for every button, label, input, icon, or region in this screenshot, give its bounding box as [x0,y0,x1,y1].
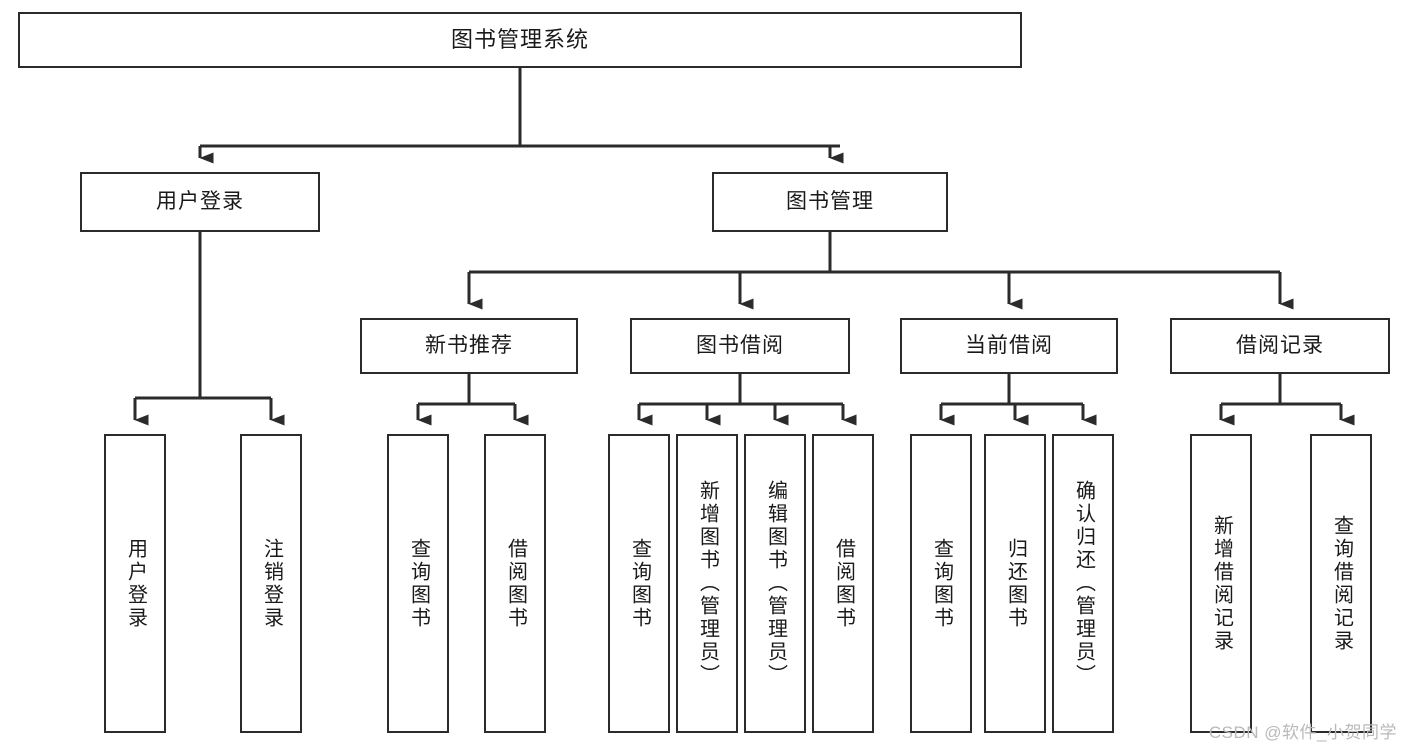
watermark: CSDN @软件_小贺同学 [1208,723,1397,742]
node-user-login-label: 用户登录 [156,190,244,214]
node-book-management-label: 图书管理 [786,190,874,214]
leaf-query-book-1-label: 查询图书 [407,537,430,630]
node-new-book-recommend-label: 新书推荐 [425,334,513,358]
node-book-borrow[interactable]: 图书借阅 [630,318,850,374]
leaf-add-book-admin[interactable]: 新增图书（管理员） [676,434,738,733]
leaf-logout-label: 注销登录 [260,537,283,630]
leaf-edit-book-admin[interactable]: 编辑图书（管理员） [744,434,806,733]
node-borrow-record-label: 借阅记录 [1236,334,1324,358]
leaf-query-borrow-record[interactable]: 查询借阅记录 [1310,434,1372,733]
leaf-logout[interactable]: 注销登录 [240,434,302,733]
leaf-user-login-label: 用户登录 [124,537,147,630]
leaf-query-book-2-label: 查询图书 [628,537,651,630]
leaf-query-book-3[interactable]: 查询图书 [910,434,972,733]
leaf-borrow-book-1[interactable]: 借阅图书 [484,434,546,733]
leaf-user-login[interactable]: 用户登录 [104,434,166,733]
leaf-add-borrow-record[interactable]: 新增借阅记录 [1190,434,1252,733]
node-book-borrow-label: 图书借阅 [696,334,784,358]
leaf-query-book-3-label: 查询图书 [930,537,953,630]
node-borrow-record[interactable]: 借阅记录 [1170,318,1390,374]
leaf-return-book[interactable]: 归还图书 [984,434,1046,733]
leaf-borrow-book-2[interactable]: 借阅图书 [812,434,874,733]
leaf-add-borrow-record-label: 新增借阅记录 [1210,514,1233,653]
node-new-book-recommend[interactable]: 新书推荐 [360,318,578,374]
leaf-add-book-admin-label: 新增图书（管理员） [696,480,719,687]
leaf-query-book-1[interactable]: 查询图书 [387,434,449,733]
leaf-borrow-book-2-label: 借阅图书 [832,537,855,630]
node-current-borrow-label: 当前借阅 [965,334,1053,358]
leaf-query-borrow-record-label: 查询借阅记录 [1330,514,1353,653]
leaf-confirm-return-admin[interactable]: 确认归还（管理员） [1052,434,1114,733]
node-root-label: 图书管理系统 [450,26,589,52]
leaf-return-book-label: 归还图书 [1004,537,1027,630]
node-user-login[interactable]: 用户登录 [80,172,320,232]
leaf-edit-book-admin-label: 编辑图书（管理员） [764,480,787,687]
node-current-borrow[interactable]: 当前借阅 [900,318,1118,374]
node-book-management[interactable]: 图书管理 [712,172,948,232]
node-root[interactable]: 图书管理系统 [18,12,1022,68]
leaf-query-book-2[interactable]: 查询图书 [608,434,670,733]
leaf-confirm-return-admin-label: 确认归还（管理员） [1072,480,1095,687]
leaf-borrow-book-1-label: 借阅图书 [504,537,527,630]
